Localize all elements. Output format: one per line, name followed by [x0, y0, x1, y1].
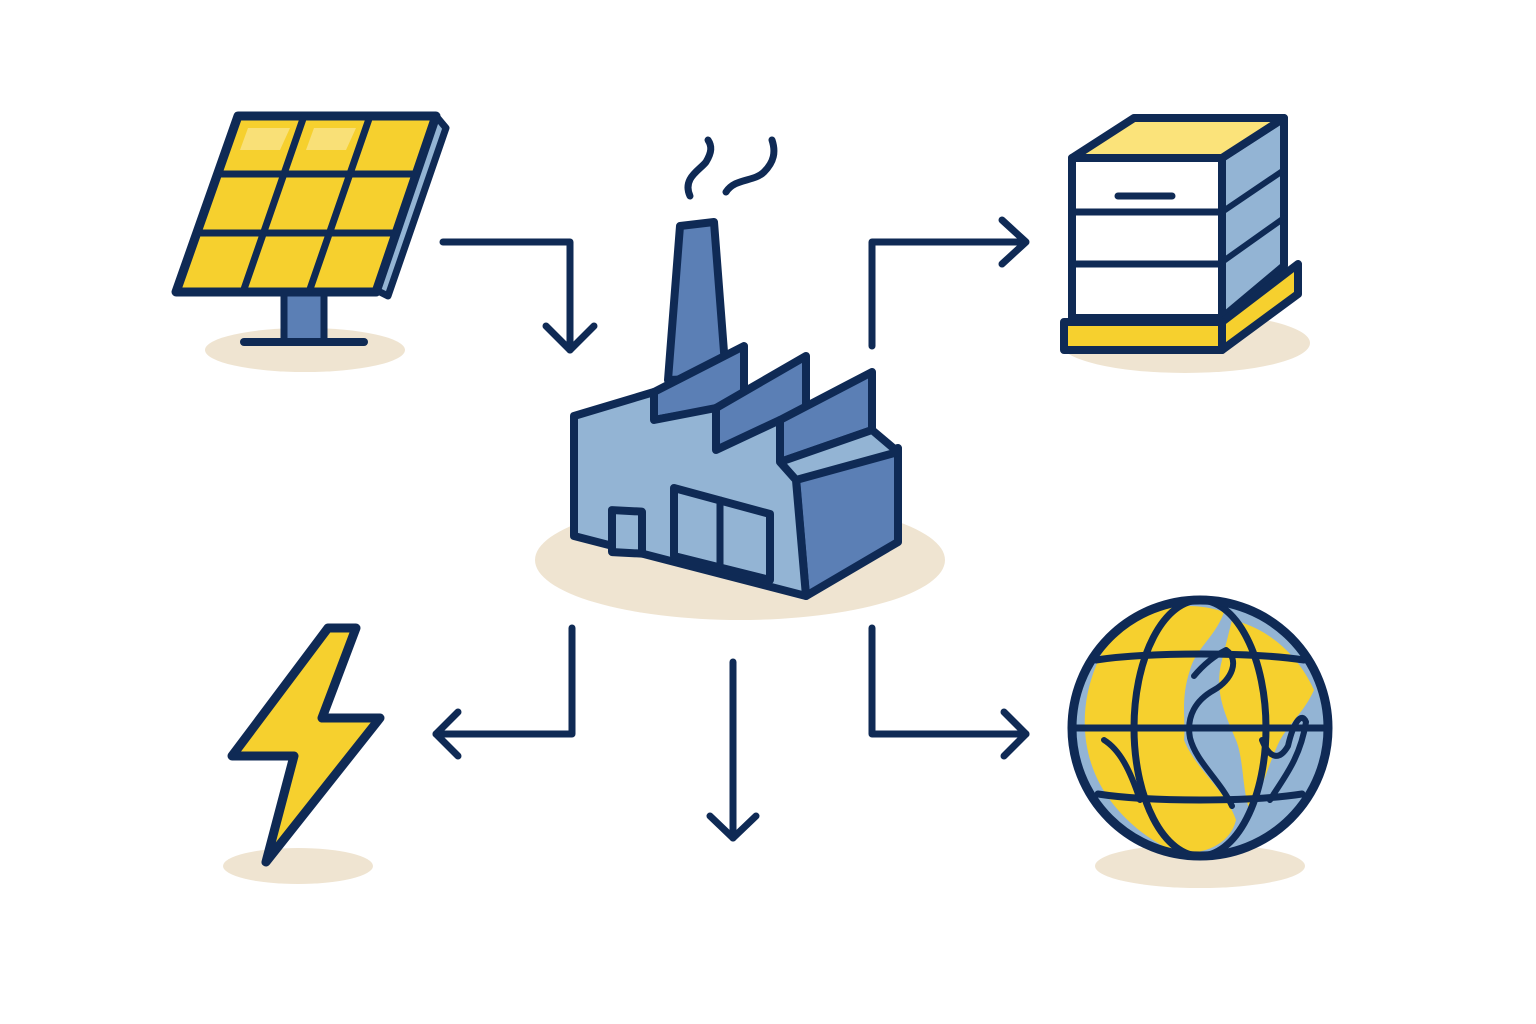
factory-window — [608, 506, 646, 558]
arrow-factory-to-output — [706, 658, 760, 842]
globe-coastline — [1186, 647, 1309, 809]
smoke-plume-right — [722, 136, 778, 196]
storage-base-front — [1060, 318, 1226, 354]
globe-coast-south — [1101, 737, 1143, 803]
arrow-factory-to-power — [432, 624, 576, 760]
globe-outline — [1067, 595, 1333, 861]
storage-side-seam-2 — [1219, 215, 1287, 265]
lightning-shadow — [223, 848, 373, 884]
solar-panel-stand — [280, 286, 328, 346]
solar-panel-grid — [197, 112, 420, 296]
globe-shadow — [1095, 844, 1305, 888]
arrow-solar-to-factory — [439, 238, 598, 354]
flow-arrows — [432, 216, 1030, 842]
storage-side-seam-1 — [1219, 167, 1287, 215]
smoke-plume-left — [684, 136, 715, 200]
storage-front — [1068, 154, 1226, 322]
storage-cabinet-icon — [1060, 114, 1302, 354]
globe-icon — [1067, 595, 1333, 861]
arrow-factory-to-globe — [868, 624, 1030, 760]
lightning-bolt-icon — [227, 623, 385, 867]
solar-panel-shine — [240, 128, 356, 150]
arrow-factory-to-storage — [868, 216, 1030, 350]
factory-icon — [570, 136, 902, 600]
solar-panel-icon — [171, 111, 450, 346]
